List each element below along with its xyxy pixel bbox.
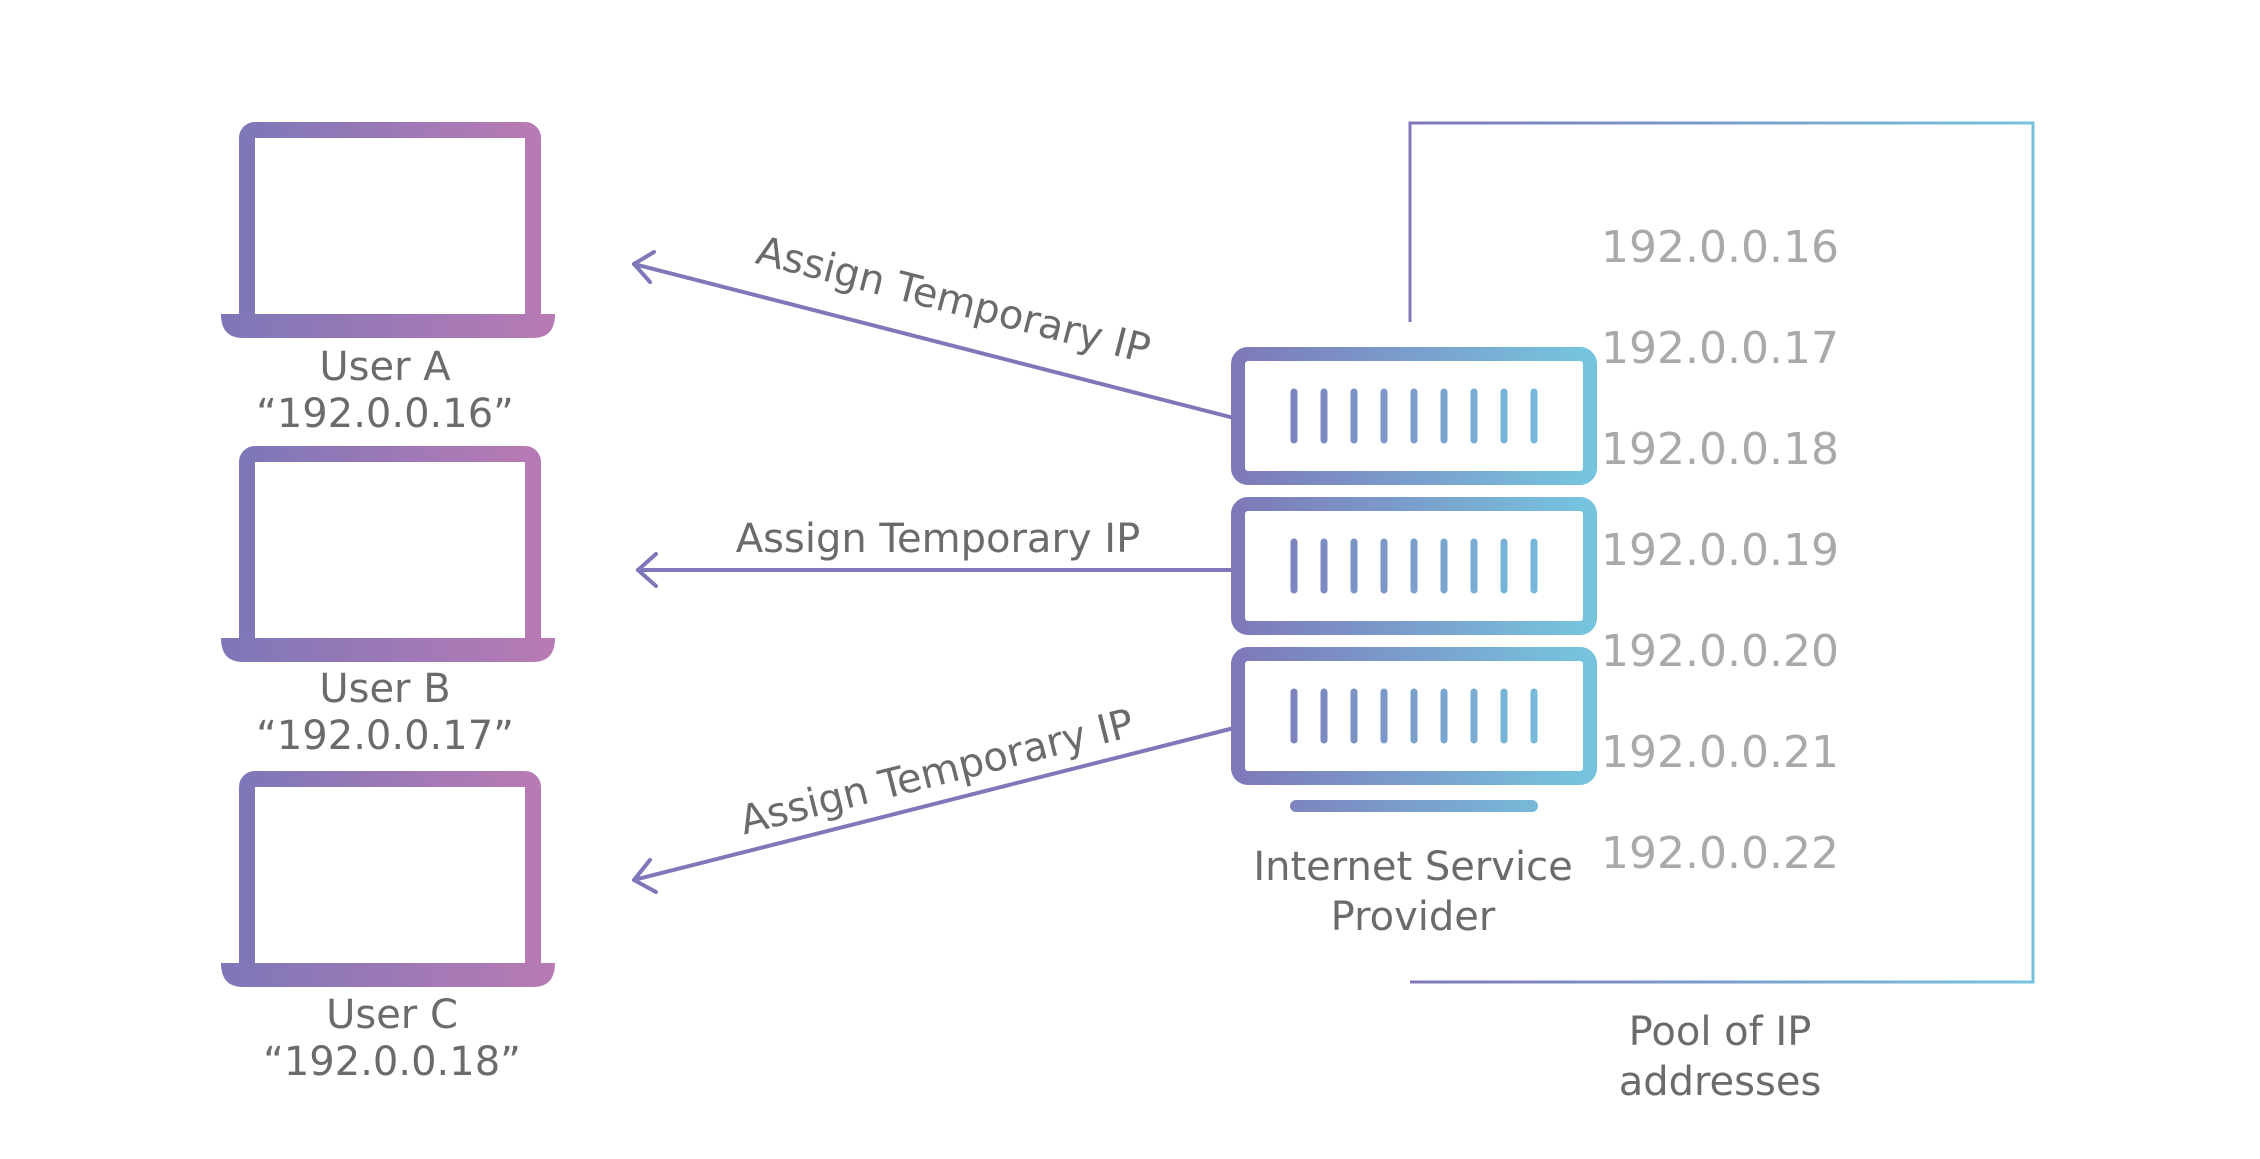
pool-address-list: 192.0.0.16 192.0.0.17 192.0.0.18 192.0.0… — [1601, 222, 1839, 879]
user-name: User C — [326, 992, 458, 1038]
user-ip: “192.0.0.18” — [263, 1039, 521, 1085]
isp-server-stack: Internet Service Provider — [1231, 347, 1597, 940]
pool-caption-line2: addresses — [1619, 1059, 1822, 1105]
pool-address: 192.0.0.16 — [1601, 222, 1839, 273]
pool-address: 192.0.0.20 — [1601, 626, 1839, 677]
arrow-to-user-c — [632, 726, 1236, 894]
isp-label-line1: Internet Service — [1253, 844, 1572, 890]
arrow-to-user-a — [632, 250, 1236, 420]
laptop-icon — [221, 771, 555, 987]
laptop-icon — [221, 122, 555, 338]
laptop-user-a: User A “192.0.0.16” — [221, 122, 555, 437]
user-ip: “192.0.0.16” — [256, 391, 514, 437]
laptop-user-b: User B “192.0.0.17” — [221, 446, 555, 759]
pool-caption-line1: Pool of IP — [1629, 1009, 1812, 1055]
server-icon — [1231, 347, 1597, 812]
arrow-label: Assign Temporary IP — [736, 516, 1140, 562]
laptop-icon — [221, 446, 555, 662]
arrow-to-user-b — [636, 552, 1242, 588]
user-ip: “192.0.0.17” — [256, 713, 514, 759]
pool-address: 192.0.0.18 — [1601, 424, 1839, 475]
laptop-user-c: User C “192.0.0.18” — [221, 771, 555, 1085]
ip-pool: 192.0.0.16 192.0.0.17 192.0.0.18 192.0.0… — [1408, 121, 2035, 1105]
user-name: User B — [319, 666, 450, 712]
pool-address: 192.0.0.22 — [1601, 828, 1839, 879]
isp-label-line2: Provider — [1331, 894, 1496, 940]
pool-address: 192.0.0.19 — [1601, 525, 1839, 576]
pool-bracket — [1408, 121, 2035, 984]
user-name: User A — [319, 344, 451, 390]
pool-address: 192.0.0.21 — [1601, 727, 1839, 778]
pool-address: 192.0.0.17 — [1601, 323, 1839, 374]
arrow-label: Assign Temporary IP — [735, 700, 1138, 844]
arrow-label: Assign Temporary IP — [752, 228, 1155, 373]
